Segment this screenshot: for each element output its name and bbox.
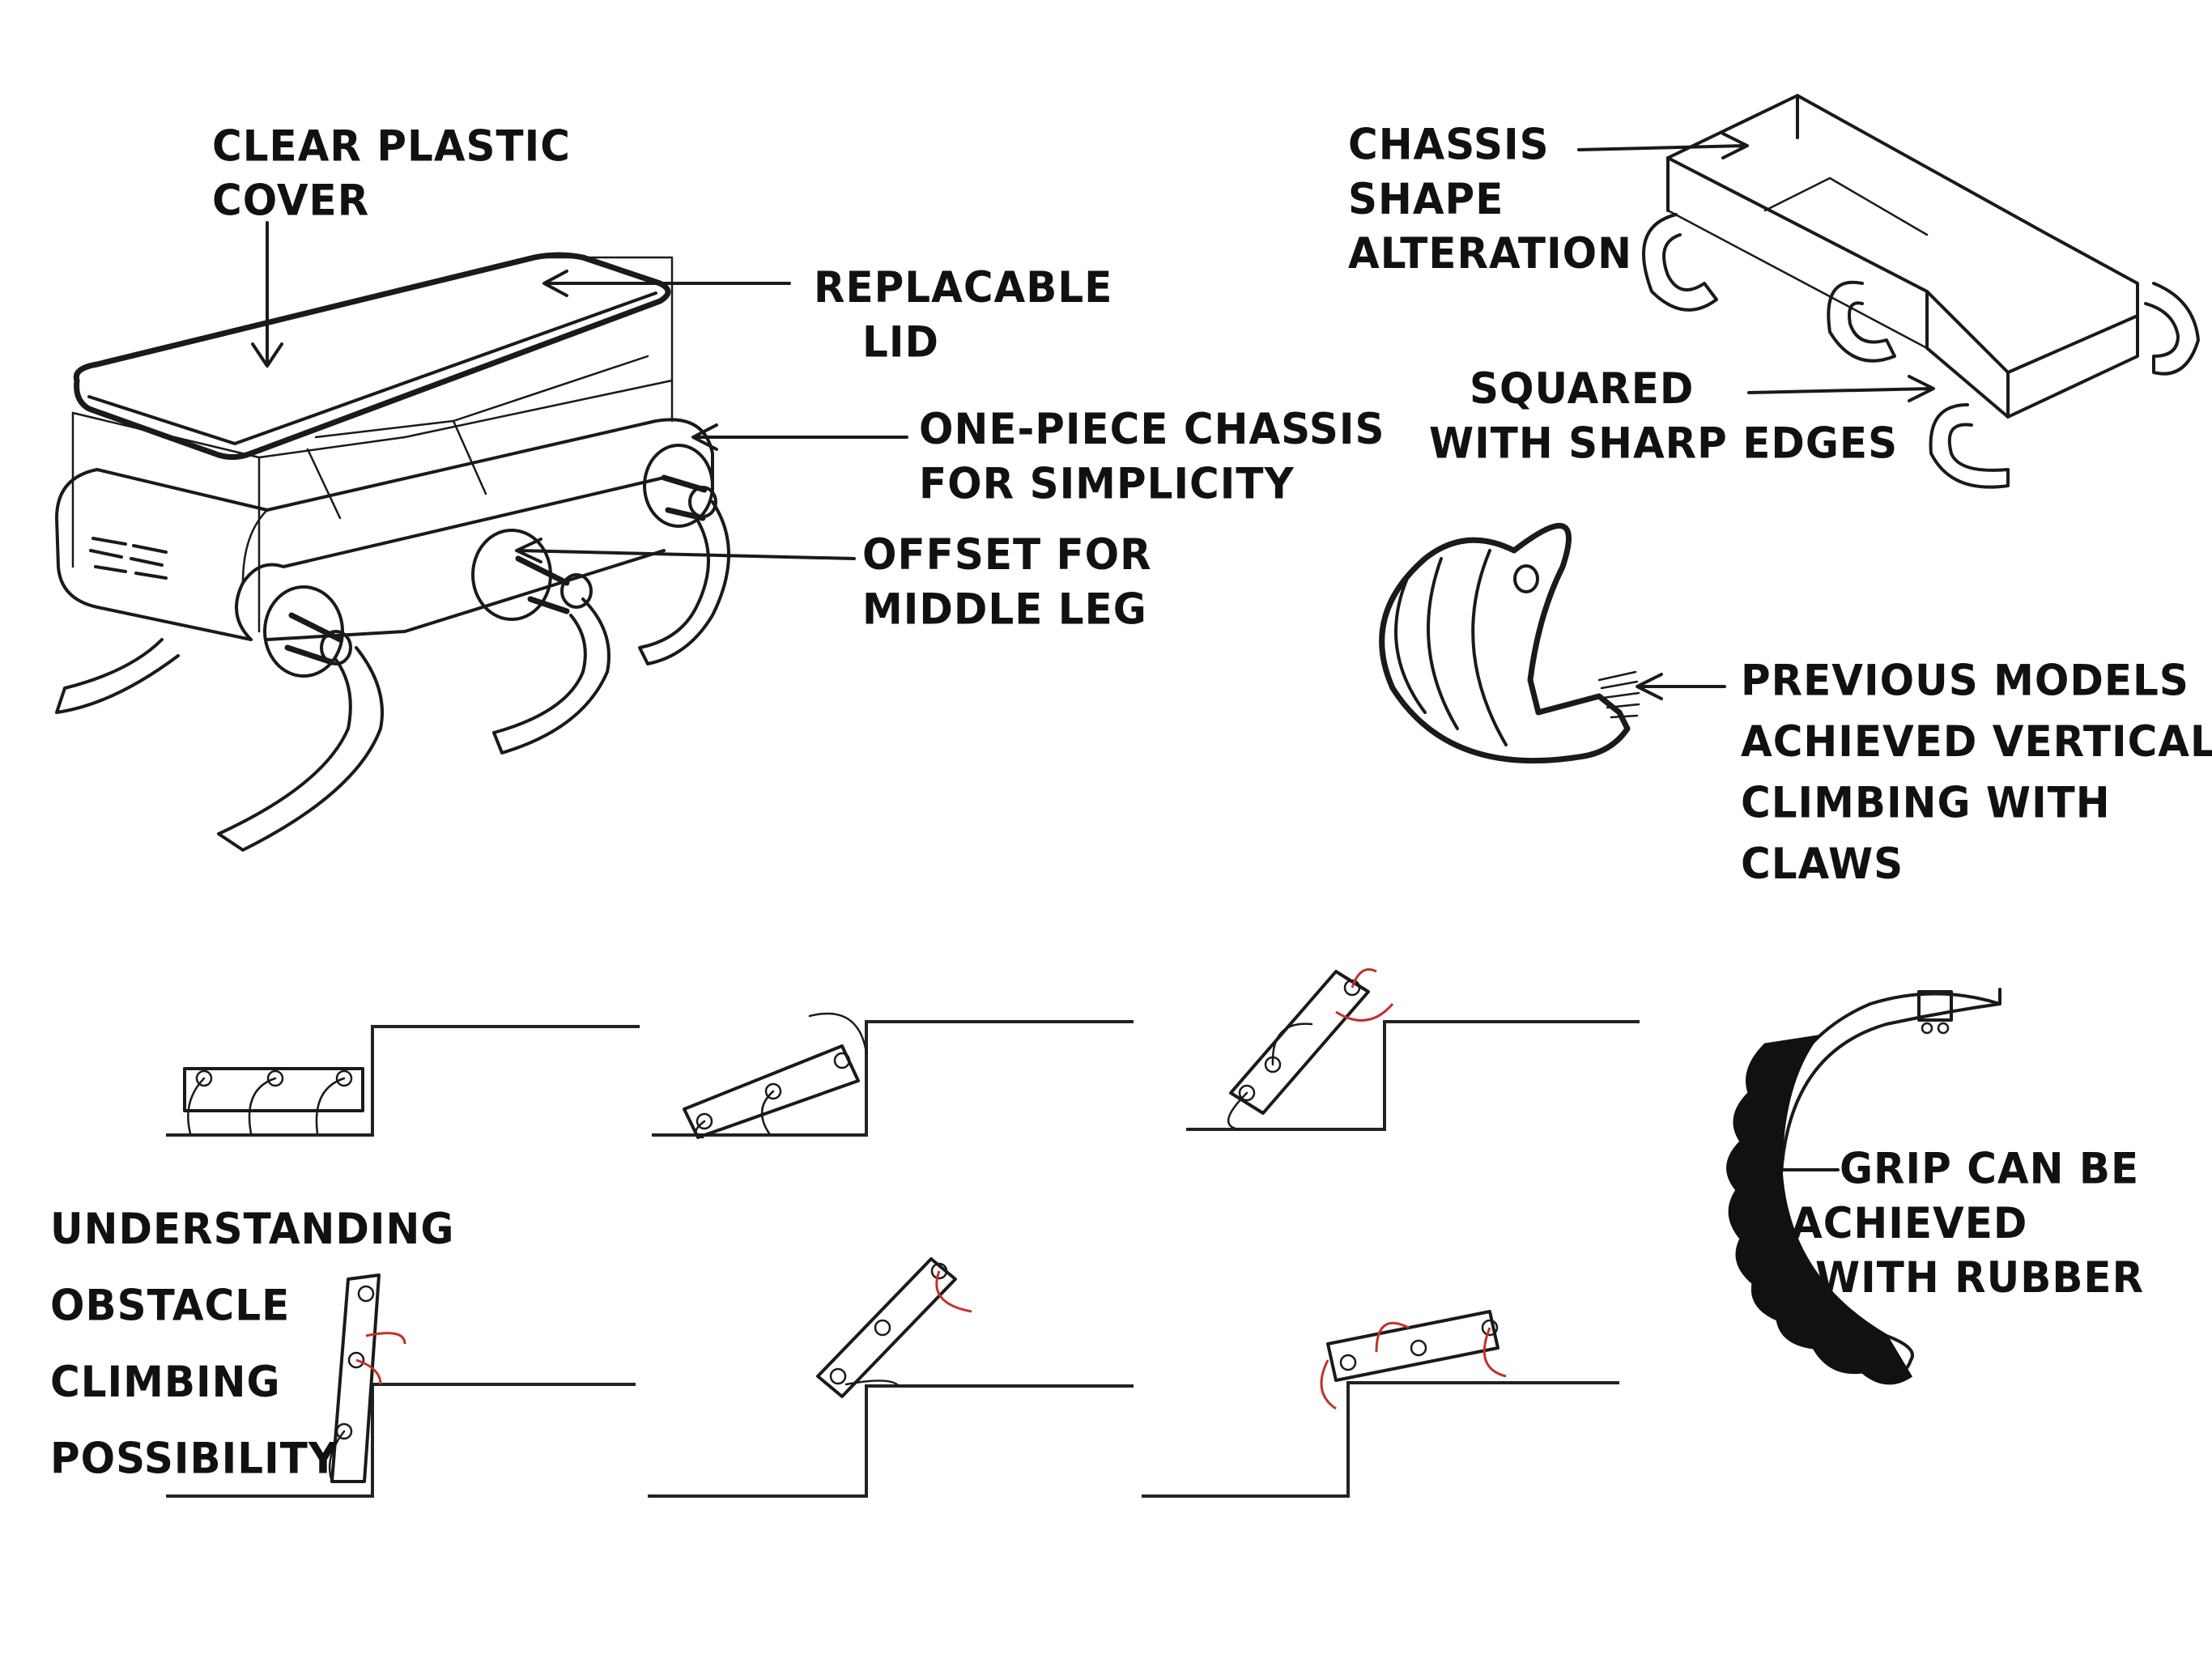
label-understanding-obstacle-climbing: UNDERSTANDING OBSTACLE CLIMBING POSSIBIL… [50, 1204, 455, 1484]
label-squared-edges: SQUARED WITH SHARP EDGES [1429, 363, 1899, 469]
label-offset-middle-leg: OFFSET FOR MIDDLE LEG [862, 529, 1152, 635]
annotation-arrows [251, 132, 1935, 1184]
label-chassis-shape-alteration: CHASSIS SHAPE ALTERATION [1348, 120, 1632, 278]
climb-frame-6 [1142, 1310, 1619, 1498]
climb-frame-4 [166, 1273, 636, 1498]
label-previous-models: PREVIOUS MODELS ACHIEVED VERTICAL CLIMBI… [1741, 656, 2212, 889]
climb-frame-3 [1186, 968, 1640, 1131]
climb-frame-1 [166, 1025, 640, 1137]
label-replacable-lid: REPLACABLE LID [814, 262, 1113, 368]
label-grip-rubber: GRIP CAN BE ACHIEVED WITH RUBBER [1791, 1144, 2145, 1303]
climb-frame-2 [652, 1012, 1134, 1139]
claw-leg-sketch-icon [1379, 522, 1640, 764]
stair-climbing-sequence-icon [166, 968, 1640, 1498]
chassis-alteration-sketch-icon [1642, 94, 2200, 489]
label-one-piece-chassis: ONE-PIECE CHASSIS FOR SIMPLICITY [919, 404, 1385, 509]
rubber-grip-leg-sketch-icon [1726, 988, 2001, 1385]
robot-chassis-sketch-icon [55, 252, 730, 852]
label-clear-plastic-cover: CLEAR PLASTIC COVER [212, 121, 571, 226]
climb-frame-5 [648, 1257, 1134, 1498]
